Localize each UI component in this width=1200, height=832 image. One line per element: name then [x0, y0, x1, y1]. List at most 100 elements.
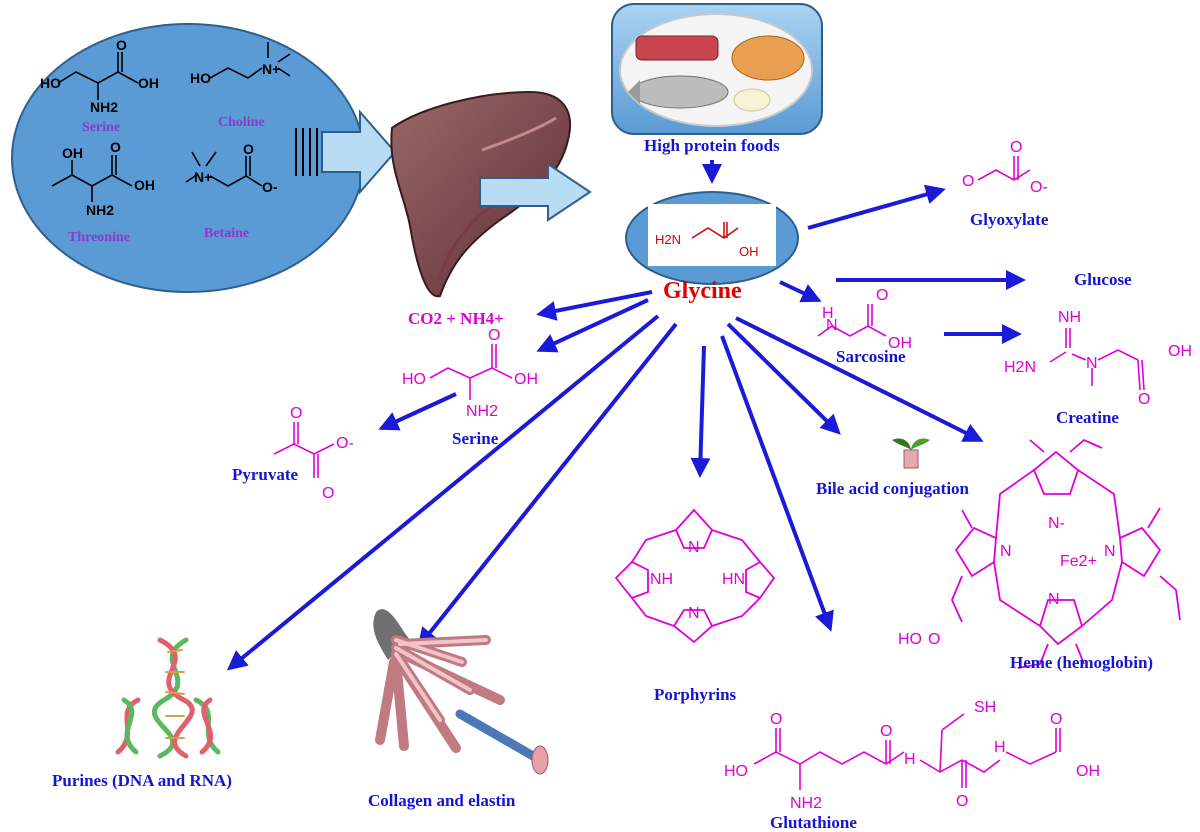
glyoxylate-o1: O — [962, 173, 974, 190]
high-protein-foods-label: High protein foods — [644, 136, 780, 155]
arrow-to-collagen — [417, 322, 678, 649]
serine-product-o: O — [488, 327, 500, 344]
arrow-to-co2 — [536, 290, 653, 321]
sarcosine-structure — [817, 304, 887, 337]
creatine-h2n: H2N — [1004, 359, 1036, 376]
collagen-fiber-icon — [373, 609, 549, 775]
seedling-icon — [892, 438, 930, 469]
heme-n-right: N — [1104, 543, 1116, 560]
sarcosine-n: N — [826, 317, 838, 334]
threonine-o: O — [110, 139, 121, 155]
heme-n-left: N — [1000, 543, 1012, 560]
arrow-serine-to-pyruvate — [378, 392, 457, 431]
pyruvate-o2: O — [322, 485, 334, 502]
glutathione-oh: OH — [1076, 763, 1100, 780]
porphyrin-nh: NH — [650, 571, 673, 588]
serine-product-nh2: NH2 — [466, 403, 498, 420]
glucose-label: Glucose — [1074, 270, 1132, 289]
glyoxylate-o2: O — [1010, 139, 1022, 156]
threonine-structure — [51, 155, 133, 202]
betaine-n: N+ — [194, 169, 212, 185]
serine-product-label: Serine — [452, 429, 499, 448]
bile-acid-label: Bile acid conjugation — [816, 479, 970, 498]
glutathione-ho: HO — [724, 763, 748, 780]
serine-product-structure — [429, 344, 513, 400]
arrow-to-purines — [226, 314, 660, 671]
glycine-label: Glycine — [663, 278, 742, 304]
threonine-oh: OH — [134, 177, 155, 193]
glutathione-sh: SH — [974, 699, 996, 716]
arrow-to-porphyrins — [690, 345, 711, 478]
co2-nh4-label: CO2 + NH4+ — [408, 309, 504, 328]
porphyrin-structure — [614, 508, 776, 644]
heme-n-bottom: N- — [1048, 591, 1065, 608]
glyoxylate-structure — [977, 156, 1031, 181]
pyruvate-label: Pyruvate — [232, 465, 299, 484]
threonine-oh-top: OH — [62, 145, 83, 161]
betaine-structure — [185, 151, 263, 187]
precursor-betaine-label: Betaine — [204, 226, 249, 241]
arrow-to-serine — [536, 298, 649, 353]
serine-oh: OH — [138, 75, 159, 91]
heme-ho: HO — [898, 631, 922, 648]
glyoxylate-label: Glyoxylate — [970, 210, 1049, 229]
arrow-to-glutathione — [720, 335, 834, 632]
heme-fe: Fe2+ — [1060, 553, 1097, 570]
arrow-to-sarcosine — [779, 280, 822, 303]
arrow-to-bile-acid — [726, 322, 841, 435]
precursor-to-liver-arrow — [295, 109, 397, 195]
choline-structure — [209, 42, 291, 79]
heme-structure — [951, 438, 1181, 669]
creatine-n: N — [1086, 355, 1098, 372]
sarcosine-o: O — [876, 287, 888, 304]
pyruvate-structure — [273, 422, 335, 478]
heme-o: O — [928, 631, 940, 648]
glutathione-label: Glutathione — [770, 813, 857, 832]
precursor-serine-label: Serine — [82, 120, 120, 135]
serine-ho: HO — [40, 75, 61, 91]
precursor-threonine-label: Threonine — [68, 230, 130, 245]
glutathione-nh1: H — [904, 751, 916, 768]
sarcosine-h: H — [822, 305, 834, 322]
glutathione-nh2: NH2 — [790, 795, 822, 812]
sarcosine-label: Sarcosine — [836, 347, 906, 366]
betaine-o: O — [243, 141, 254, 157]
porphyrin-n-bottom: N — [688, 605, 700, 622]
glycine-structure — [691, 222, 739, 239]
choline-ho: HO — [190, 70, 211, 86]
creatine-label: Creatine — [1056, 408, 1119, 427]
glycine-oh: OH — [739, 244, 759, 259]
sarcosine-oh: OH — [888, 335, 912, 352]
glutathione-nh2b: H — [994, 739, 1006, 756]
creatine-structure — [1049, 328, 1145, 391]
porphyrin-hn: HN — [722, 571, 745, 588]
creatine-o: O — [1138, 391, 1150, 408]
glycine-structure-box — [648, 204, 776, 266]
serine-structure — [57, 52, 139, 100]
arrow-to-heme — [735, 316, 984, 442]
glutathione-o1: O — [770, 711, 782, 728]
threonine-nh2: NH2 — [86, 202, 114, 218]
collagen-label: Collagen and elastin — [368, 791, 516, 810]
serine-nh2: NH2 — [90, 99, 118, 115]
liver-to-glycine-arrow — [479, 162, 592, 222]
dna-helix-icon — [115, 637, 221, 759]
glycine-h2n: H2N — [655, 232, 681, 247]
serine-product-oh: OH — [514, 371, 538, 388]
glutathione-o2: O — [880, 723, 892, 740]
serine-o: O — [116, 37, 127, 53]
pyruvate-o1: O — [290, 405, 302, 422]
pyruvate-o-minus: O- — [336, 435, 354, 452]
betaine-o-minus: O- — [262, 179, 278, 195]
precursor-choline-label: Choline — [218, 115, 265, 130]
output-arrows — [226, 184, 1026, 671]
heme-n-top: N- — [1048, 515, 1065, 532]
porphyrins-label: Porphyrins — [654, 685, 737, 704]
heme-label: Heme (hemoglobin) — [1010, 653, 1153, 672]
serine-product-ho: HO — [402, 371, 426, 388]
arrow-to-glyoxylate — [807, 184, 946, 230]
creatine-oh: OH — [1168, 343, 1192, 360]
glutathione-o3: O — [956, 793, 968, 810]
glutathione-structure — [753, 713, 1061, 790]
glyoxylate-o-minus: O- — [1030, 179, 1048, 196]
